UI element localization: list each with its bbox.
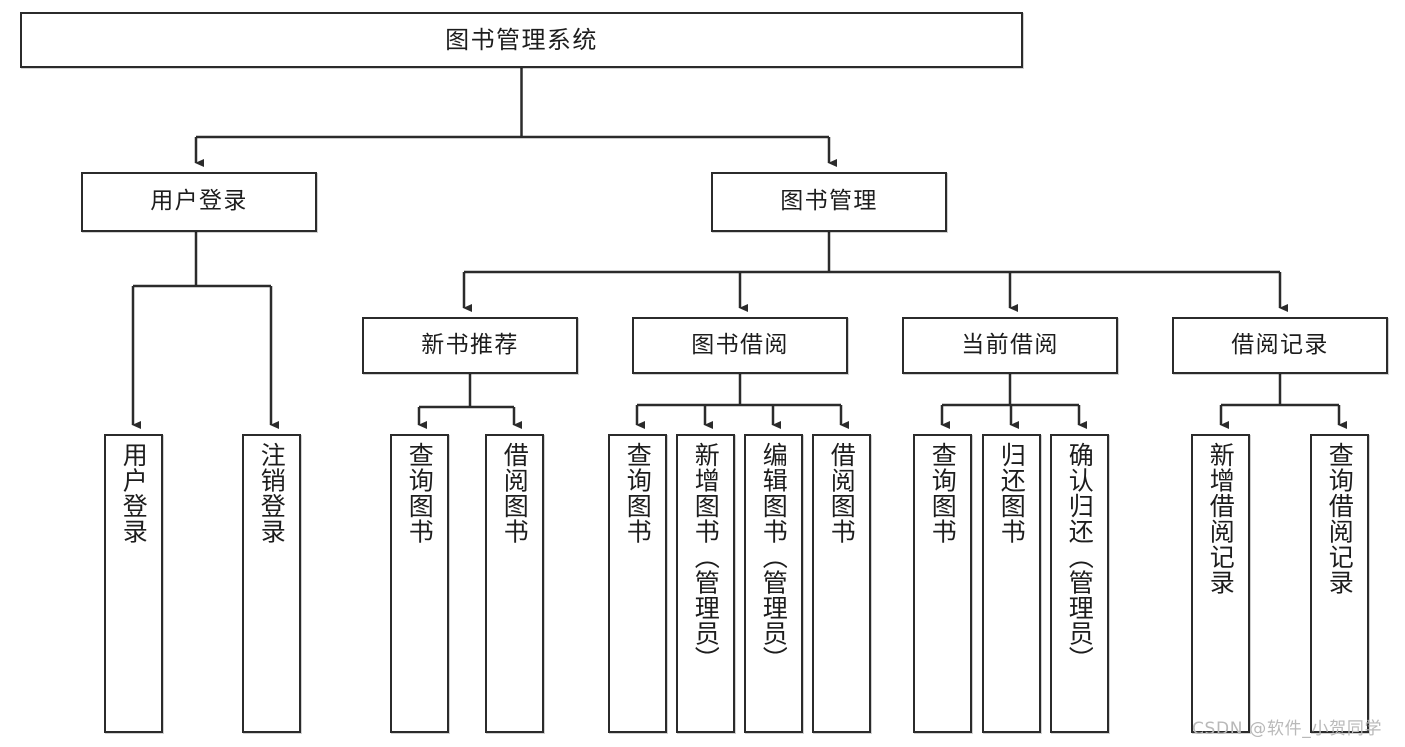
leaf-query-book-nb[interactable]: 查询图书 xyxy=(390,434,449,733)
node-label: 查询借阅记录 xyxy=(1325,442,1355,595)
node-label: 图书借阅 xyxy=(691,331,789,358)
leaf-edit-book-admin[interactable]: 编辑图书（管理员） xyxy=(744,434,803,733)
leaf-logout[interactable]: 注销登录 xyxy=(242,434,301,733)
leaf-query-borrow-record[interactable]: 查询借阅记录 xyxy=(1310,434,1369,733)
node-label: 图书管理 xyxy=(780,188,878,215)
node-label: 借阅图书 xyxy=(500,442,530,544)
csdn-watermark: CSDN @软件_小贺同学 xyxy=(1192,719,1383,739)
node-label: 借阅图书 xyxy=(827,442,857,544)
node-label: 新书推荐 xyxy=(421,331,519,358)
node-label: 新增图书（管理员） xyxy=(691,442,721,672)
leaf-add-borrow-record[interactable]: 新增借阅记录 xyxy=(1191,434,1250,733)
node-label: 当前借阅 xyxy=(961,331,1059,358)
node-new-book-recommendation[interactable]: 新书推荐 xyxy=(362,317,578,374)
node-label: 注销登录 xyxy=(257,442,287,544)
node-label: 查询图书 xyxy=(928,442,958,544)
leaf-add-book-admin[interactable]: 新增图书（管理员） xyxy=(676,434,735,733)
node-current-borrowing[interactable]: 当前借阅 xyxy=(902,317,1118,374)
node-label: 编辑图书（管理员） xyxy=(759,442,789,672)
node-borrowing-record[interactable]: 借阅记录 xyxy=(1172,317,1388,374)
node-book-management[interactable]: 图书管理 xyxy=(711,172,947,232)
node-label: 用户登录 xyxy=(119,442,149,544)
node-label: 借阅记录 xyxy=(1231,331,1329,358)
node-label: 新增借阅记录 xyxy=(1206,442,1236,595)
leaf-confirm-return-admin[interactable]: 确认归还（管理员） xyxy=(1050,434,1109,733)
node-book-borrowing[interactable]: 图书借阅 xyxy=(632,317,848,374)
node-label: 确认归还（管理员） xyxy=(1065,442,1095,672)
leaf-query-book-cb[interactable]: 查询图书 xyxy=(913,434,972,733)
node-label: 归还图书 xyxy=(997,442,1027,544)
leaf-query-book-bb[interactable]: 查询图书 xyxy=(608,434,667,733)
node-root-book-management-system[interactable]: 图书管理系统 xyxy=(20,12,1023,68)
node-label: 用户登录 xyxy=(150,188,248,215)
node-label: 查询图书 xyxy=(623,442,653,544)
node-label: 查询图书 xyxy=(405,442,435,544)
leaf-return-book[interactable]: 归还图书 xyxy=(982,434,1041,733)
leaf-borrow-book-bb[interactable]: 借阅图书 xyxy=(812,434,871,733)
node-user-login[interactable]: 用户登录 xyxy=(81,172,317,232)
leaf-user-login[interactable]: 用户登录 xyxy=(104,434,163,733)
leaf-borrow-book-nb[interactable]: 借阅图书 xyxy=(485,434,544,733)
node-label: 图书管理系统 xyxy=(445,25,598,54)
